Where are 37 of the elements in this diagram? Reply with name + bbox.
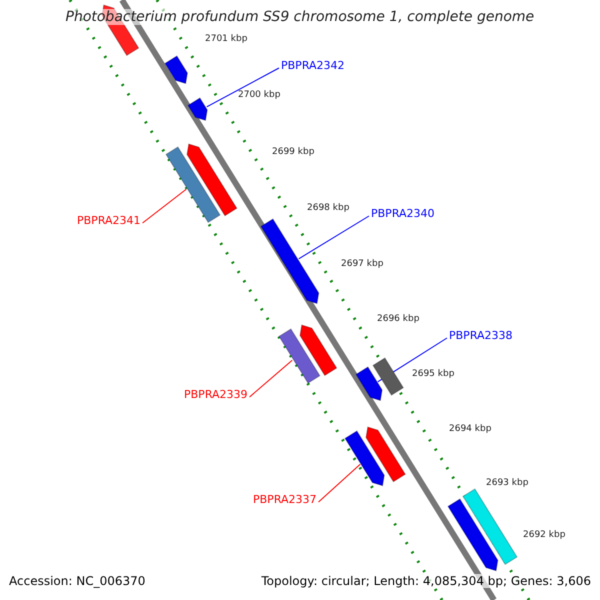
scale-label: 2699 kbp [272,147,314,157]
accession-text: Accession: NC_006370 [9,574,146,588]
gene-bar [462,489,518,565]
gene-bar [261,218,319,304]
gene-label: PBPRA2341 [77,214,141,227]
scale-label: 2698 kbp [307,203,350,213]
leader-line [249,360,293,398]
gene-bar [366,426,406,482]
leader-line [142,188,187,224]
gene-label: PBPRA2338 [449,329,513,342]
scale-label: 2697 kbp [341,259,384,269]
leader-line [298,216,370,260]
gene-bar [356,367,382,401]
gene-bar [164,56,188,84]
title: Photobacterium profundum SS9 chromosome 1, complete genome [66,9,534,25]
gene-label: PBPRA2342 [281,59,345,72]
scale-label: 2701 kbp [205,34,248,44]
gene-bar [372,358,404,396]
scale-label: 2700 kbp [238,90,280,100]
scale-label: 2693 kbp [486,478,528,488]
gene-label: PBPRA2337 [253,493,317,506]
scale-label: 2696 kbp [377,314,420,324]
gene-bar [166,147,220,223]
gene-bar [300,324,336,376]
scale-label: 2692 kbp [523,530,566,540]
leader-line [206,68,280,108]
gene-label: PBPRA2339 [184,388,248,401]
gene-bar [345,430,385,486]
gene-bar [448,499,498,571]
scale-label: 2694 kbp [449,424,492,434]
gene-bar [278,328,320,384]
topology-text: Topology: circular; Length: 4,085,304 bp; Genes: 3,606 [261,574,591,588]
gene-bar [188,98,208,120]
gene-label: PBPRA2340 [371,207,435,220]
leader-line [318,464,361,502]
scale-label: 2695 kbp [412,369,454,379]
gene-bar [187,144,238,216]
